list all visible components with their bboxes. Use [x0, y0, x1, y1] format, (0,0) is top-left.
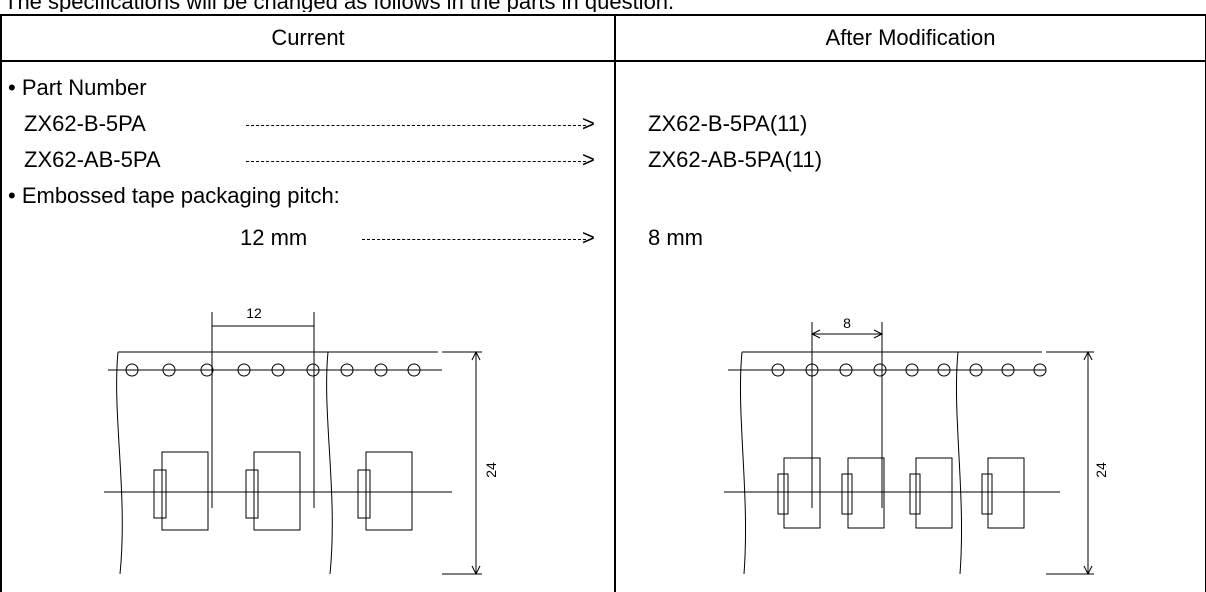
current-part-1: ZX62-B-5PA — [24, 111, 146, 136]
current-pitch-value: 12 mm — [240, 225, 308, 250]
arrow-line — [246, 161, 586, 162]
spec-comparison-table: Current After Modification • Part Number… — [0, 14, 1206, 592]
after-part-2: ZX62-AB-5PA(11) — [648, 147, 823, 172]
pitch-dimension-label: 8 — [843, 315, 851, 331]
header-current: Current — [0, 14, 616, 62]
intro-text: The specifications will be changed as fo… — [0, 0, 1206, 12]
after-tape-drawing: 8 24 — [724, 315, 1109, 576]
arrow-head: > — [582, 111, 595, 136]
part-number-label: • Part Number — [8, 75, 147, 100]
current-tape-drawing: 12 24 — [104, 305, 499, 576]
current-part-2: ZX62-AB-5PA — [24, 147, 161, 172]
arrow-line — [246, 125, 586, 126]
arrow-head: > — [582, 225, 595, 250]
after-part-1: ZX62-B-5PA(11) — [648, 111, 808, 136]
current-column: • Part Number ZX62-B-5PA > ZX62-AB-5PA >… — [0, 60, 616, 592]
arrow-line — [362, 239, 586, 240]
arrow-head: > — [582, 147, 595, 172]
width-dimension-label: 24 — [483, 462, 499, 478]
width-dimension-label: 24 — [1093, 462, 1109, 478]
pitch-dimension-label: 12 — [246, 305, 262, 321]
after-modification-column: ZX62-B-5PA(11) ZX62-AB-5PA(11) 8 mm — [614, 60, 1206, 592]
after-pitch-value: 8 mm — [648, 225, 703, 250]
header-after-modification: After Modification — [614, 14, 1206, 62]
pitch-label: • Embossed tape packaging pitch: — [8, 183, 340, 208]
